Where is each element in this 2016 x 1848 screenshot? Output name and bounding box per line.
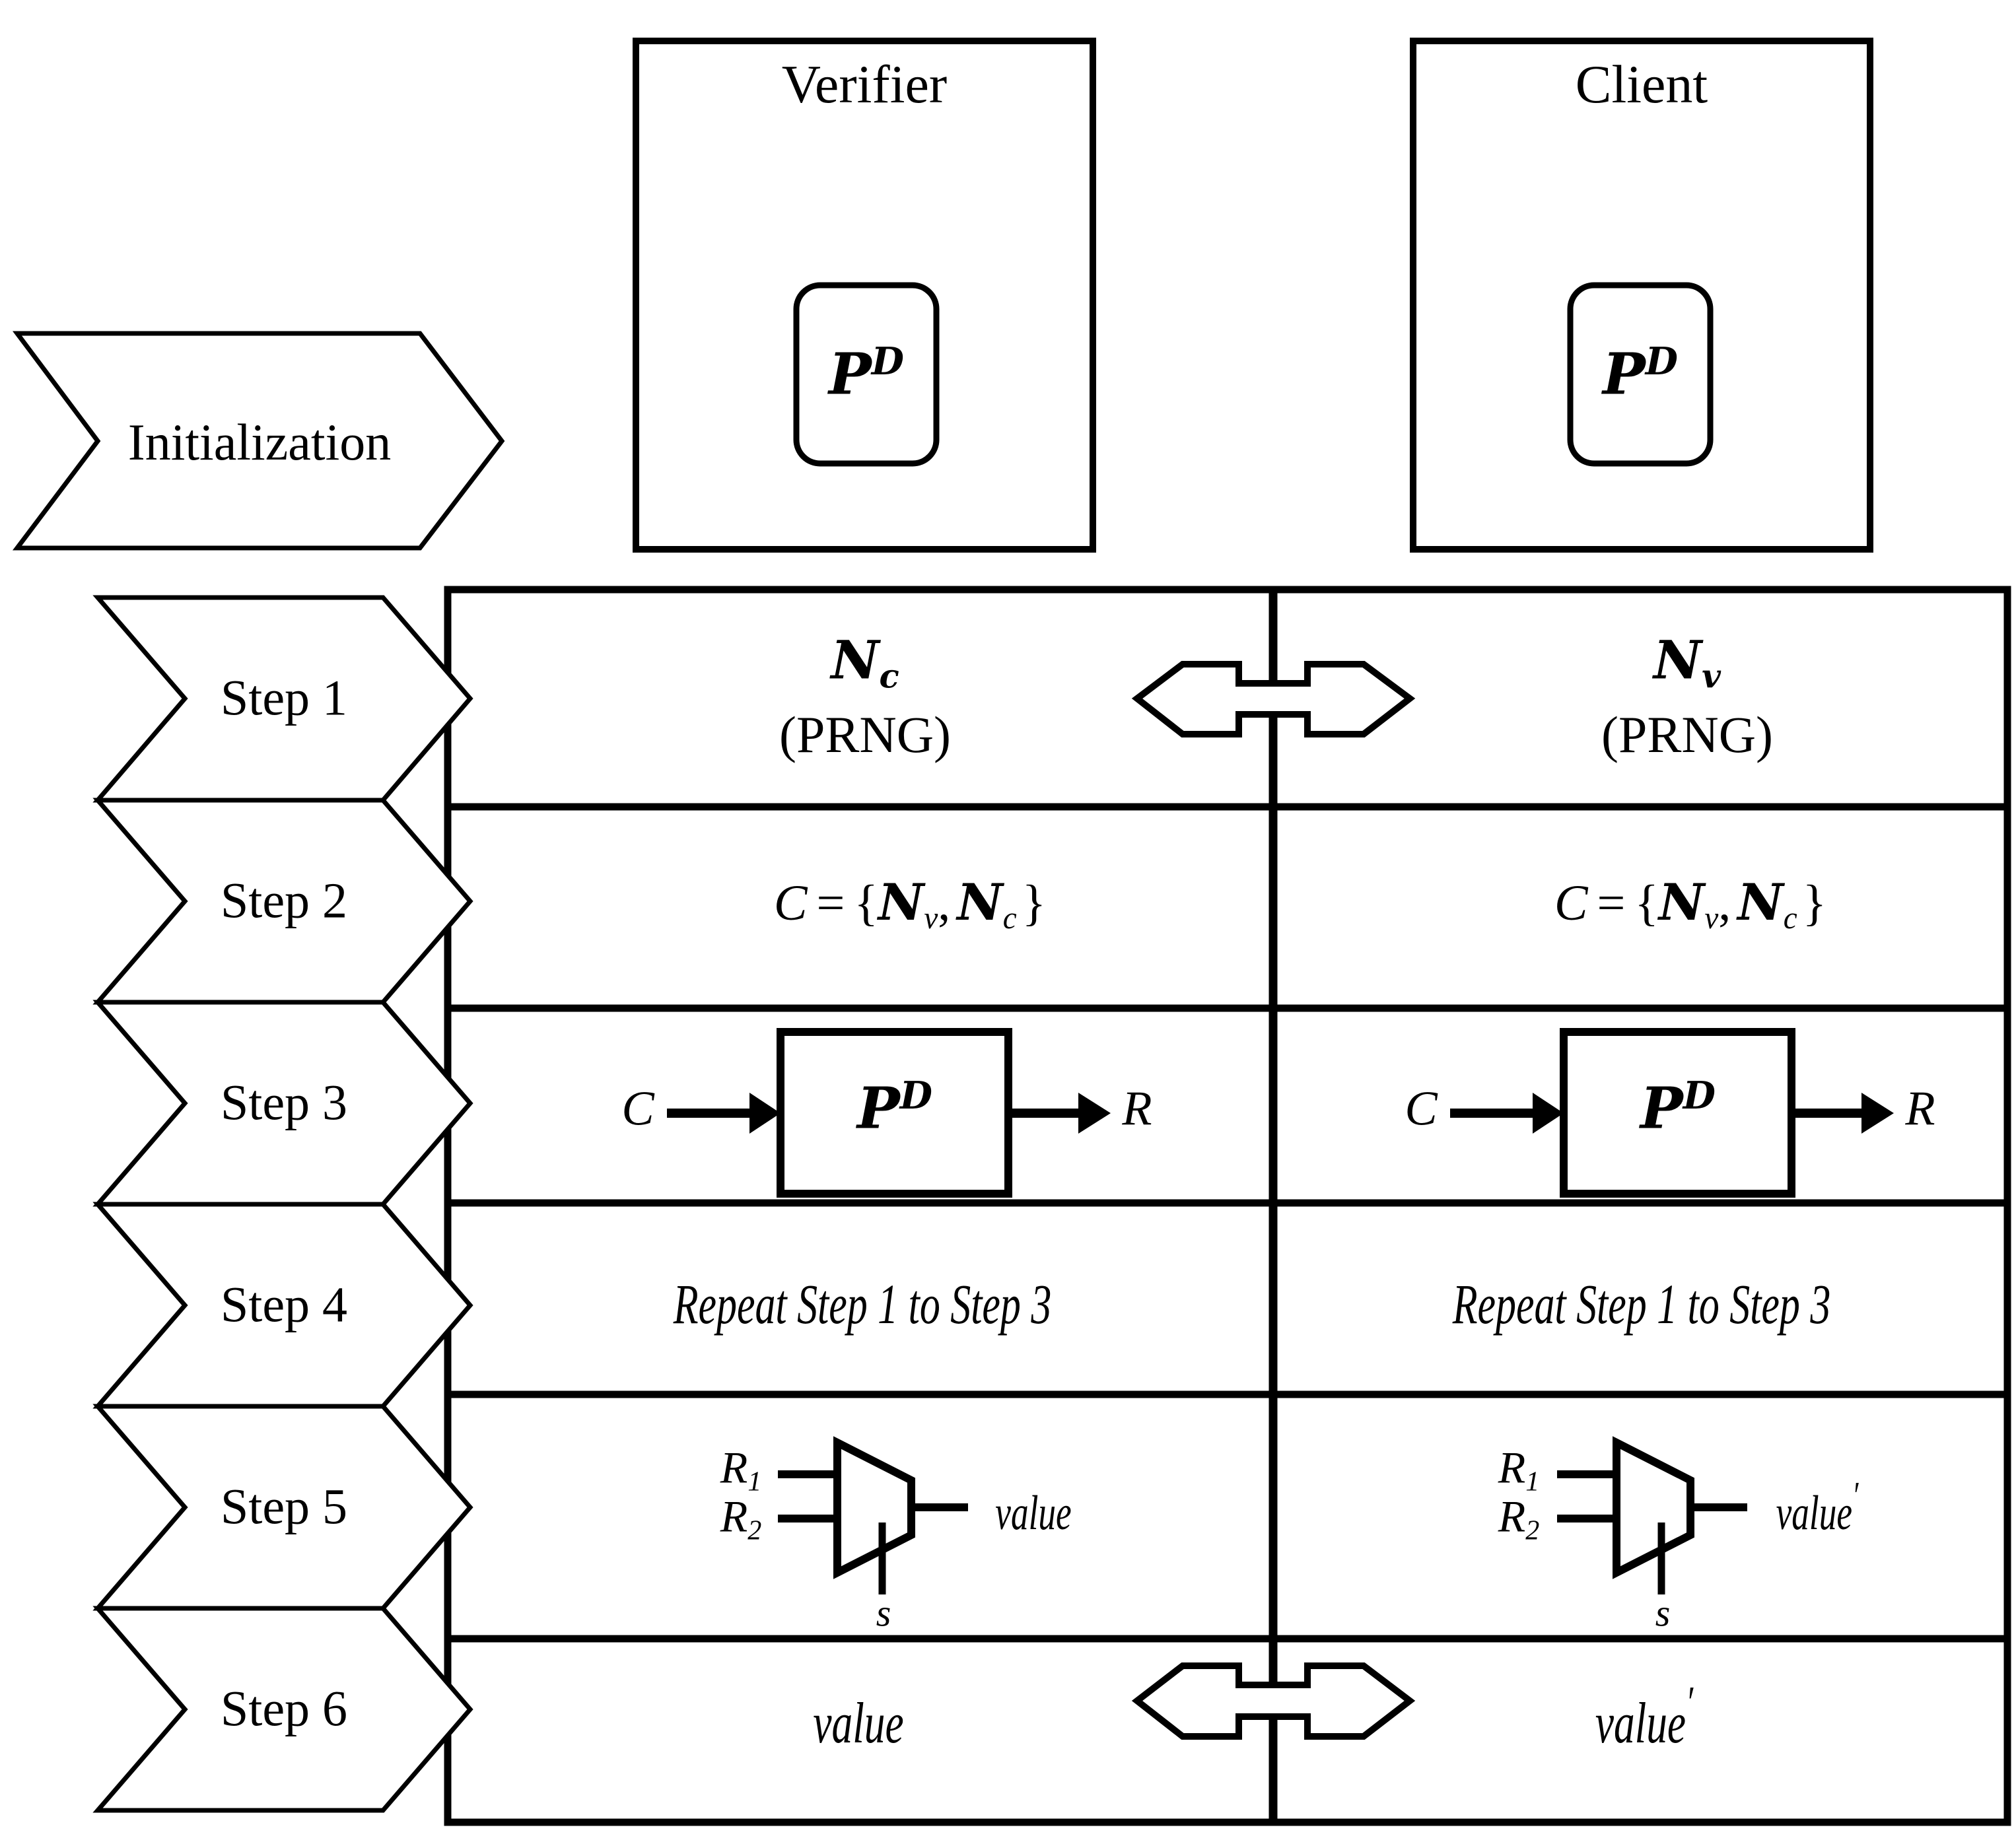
step5-left-input1-label: R1 bbox=[720, 1442, 762, 1498]
step3-right-arrow-in-head-icon bbox=[1533, 1093, 1564, 1134]
step5-right-input1-base: R bbox=[1498, 1442, 1526, 1493]
step5-left-output-text: value bbox=[995, 1486, 1072, 1540]
step5-left-input1-base: R bbox=[720, 1442, 748, 1493]
step5-right-select-label: s bbox=[1655, 1591, 1671, 1635]
step5-right-input2-label: R2 bbox=[1498, 1491, 1540, 1547]
step5-left-input2-base: R bbox=[720, 1491, 748, 1542]
step2-right-first: N bbox=[1658, 872, 1705, 932]
step5-right-mux-symbol[interactable] bbox=[1613, 1436, 1694, 1579]
step2-left-lhs: C bbox=[773, 875, 808, 931]
step3-right-puf-superscript: D bbox=[1683, 1074, 1716, 1118]
exchange-arrow-step6-icon bbox=[1131, 1662, 1416, 1740]
step-label-3: Step 3 bbox=[220, 1075, 348, 1131]
step-label-4: Step 4 bbox=[220, 1277, 348, 1333]
verifier-puf-superscript: D bbox=[871, 339, 904, 384]
step5-right-input2-base: R bbox=[1498, 1491, 1526, 1542]
step2-left-equals: = bbox=[816, 875, 845, 931]
step1-right-generator: (PRNG) bbox=[1601, 706, 1774, 763]
verifier-puf-base: P bbox=[829, 341, 872, 408]
step2-right-open-brace: { bbox=[1634, 875, 1659, 931]
verifier-puf-symbol: PD bbox=[829, 340, 904, 408]
step3-left-puf-base: P bbox=[857, 1075, 900, 1142]
step3-right-arrow-out-head-icon bbox=[1861, 1093, 1894, 1134]
step-label-1: Step 1 bbox=[220, 670, 348, 726]
step4-left-text: Repeat Step 1 to Step 3 bbox=[673, 1272, 1052, 1336]
step6-left-value-text: value bbox=[813, 1691, 904, 1756]
initialization-label: Initialization bbox=[127, 413, 392, 471]
initialization-chevron[interactable] bbox=[12, 331, 505, 551]
step5-right-output-text: value bbox=[1776, 1486, 1853, 1540]
step2-right-comma: , bbox=[1718, 875, 1731, 931]
step3-right-puf-symbol: PD bbox=[1640, 1074, 1716, 1142]
client-puf-base: P bbox=[1603, 341, 1646, 408]
client-puf-symbol: PD bbox=[1603, 340, 1678, 408]
step6-right-value: value′ bbox=[1595, 1676, 1693, 1757]
step5-right-output-label: value′ bbox=[1776, 1473, 1859, 1542]
client-puf-module-box[interactable] bbox=[1567, 282, 1714, 467]
step3-left-input-label: C bbox=[621, 1081, 654, 1136]
step5-right-input1-sub: 1 bbox=[1525, 1466, 1540, 1497]
client-label: Client bbox=[1575, 54, 1708, 114]
step6-right-value-prime: ′ bbox=[1686, 1677, 1694, 1729]
step2-left-first-sub: v bbox=[924, 901, 938, 936]
step2-left-close-brace: } bbox=[1022, 875, 1047, 931]
step2-left-equation: C={Nv,Nc} bbox=[774, 873, 1046, 936]
step6-left-value: value bbox=[813, 1676, 903, 1757]
step3-left-arrow-in-head-icon bbox=[749, 1093, 781, 1134]
step5-left-output-label: value bbox=[995, 1473, 1071, 1542]
step5-right-output-prime: ′ bbox=[1852, 1474, 1859, 1518]
step3-left-arrow-out-head-icon bbox=[1078, 1093, 1111, 1134]
exchange-arrow-step1-icon bbox=[1131, 661, 1416, 737]
step3-left-puf-box[interactable] bbox=[777, 1028, 1012, 1198]
step2-right-close-brace: } bbox=[1802, 875, 1827, 931]
step-label-2: Step 2 bbox=[220, 873, 348, 929]
step2-right-equals: = bbox=[1597, 875, 1626, 931]
step5-left-input2-sub: 2 bbox=[747, 1515, 762, 1546]
step1-right-nonce: Nv bbox=[1653, 629, 1721, 696]
step5-left-select-label: s bbox=[876, 1591, 891, 1635]
step1-right-nonce-subscript: v bbox=[1702, 656, 1721, 696]
step4-right-text: Repeat Step 1 to Step 3 bbox=[1452, 1272, 1831, 1336]
step3-left-output-label: R bbox=[1122, 1081, 1152, 1136]
step2-left-second-sub: c bbox=[1002, 901, 1017, 936]
step2-right-second: N bbox=[1737, 872, 1784, 932]
step3-right-output-label: R bbox=[1905, 1081, 1935, 1136]
step2-right-lhs: C bbox=[1554, 875, 1588, 931]
step1-left-nonce-subscript: c bbox=[879, 656, 899, 696]
verifier-puf-module-box[interactable] bbox=[793, 282, 940, 467]
verifier-label: Verifier bbox=[781, 54, 948, 114]
step-label-6: Step 6 bbox=[220, 1681, 348, 1737]
step3-right-puf-base: P bbox=[1640, 1075, 1683, 1142]
step5-right-input2-sub: 2 bbox=[1525, 1515, 1540, 1546]
step-label-5: Step 5 bbox=[220, 1479, 348, 1535]
step2-right-second-sub: c bbox=[1783, 901, 1797, 936]
step2-right-equation: C={Nv,Nc} bbox=[1554, 873, 1826, 936]
step2-left-comma: , bbox=[938, 875, 951, 931]
step2-left-second: N bbox=[957, 872, 1003, 932]
step3-left-puf-superscript: D bbox=[899, 1074, 932, 1118]
step-chevron-6[interactable] bbox=[92, 1606, 473, 1813]
step2-left-open-brace: { bbox=[854, 875, 878, 931]
step3-right-input-label: C bbox=[1405, 1081, 1438, 1136]
step6-right-value-text: value bbox=[1595, 1691, 1686, 1756]
step1-right-nonce-base: N bbox=[1653, 629, 1702, 691]
step1-left-nonce-base: N bbox=[831, 629, 880, 691]
client-puf-superscript: D bbox=[1645, 339, 1678, 384]
step1-left-nonce: Nc bbox=[831, 629, 899, 696]
step3-left-puf-symbol: PD bbox=[857, 1074, 932, 1142]
step1-left-generator: (PRNG) bbox=[779, 706, 952, 763]
step2-right-first-sub: v bbox=[1704, 901, 1719, 936]
step5-left-mux-symbol[interactable] bbox=[833, 1436, 915, 1579]
step5-right-input1-label: R1 bbox=[1498, 1442, 1540, 1498]
step5-left-input2-label: R2 bbox=[720, 1491, 762, 1547]
step5-left-input1-sub: 1 bbox=[747, 1466, 762, 1497]
step2-left-first: N bbox=[878, 872, 924, 932]
